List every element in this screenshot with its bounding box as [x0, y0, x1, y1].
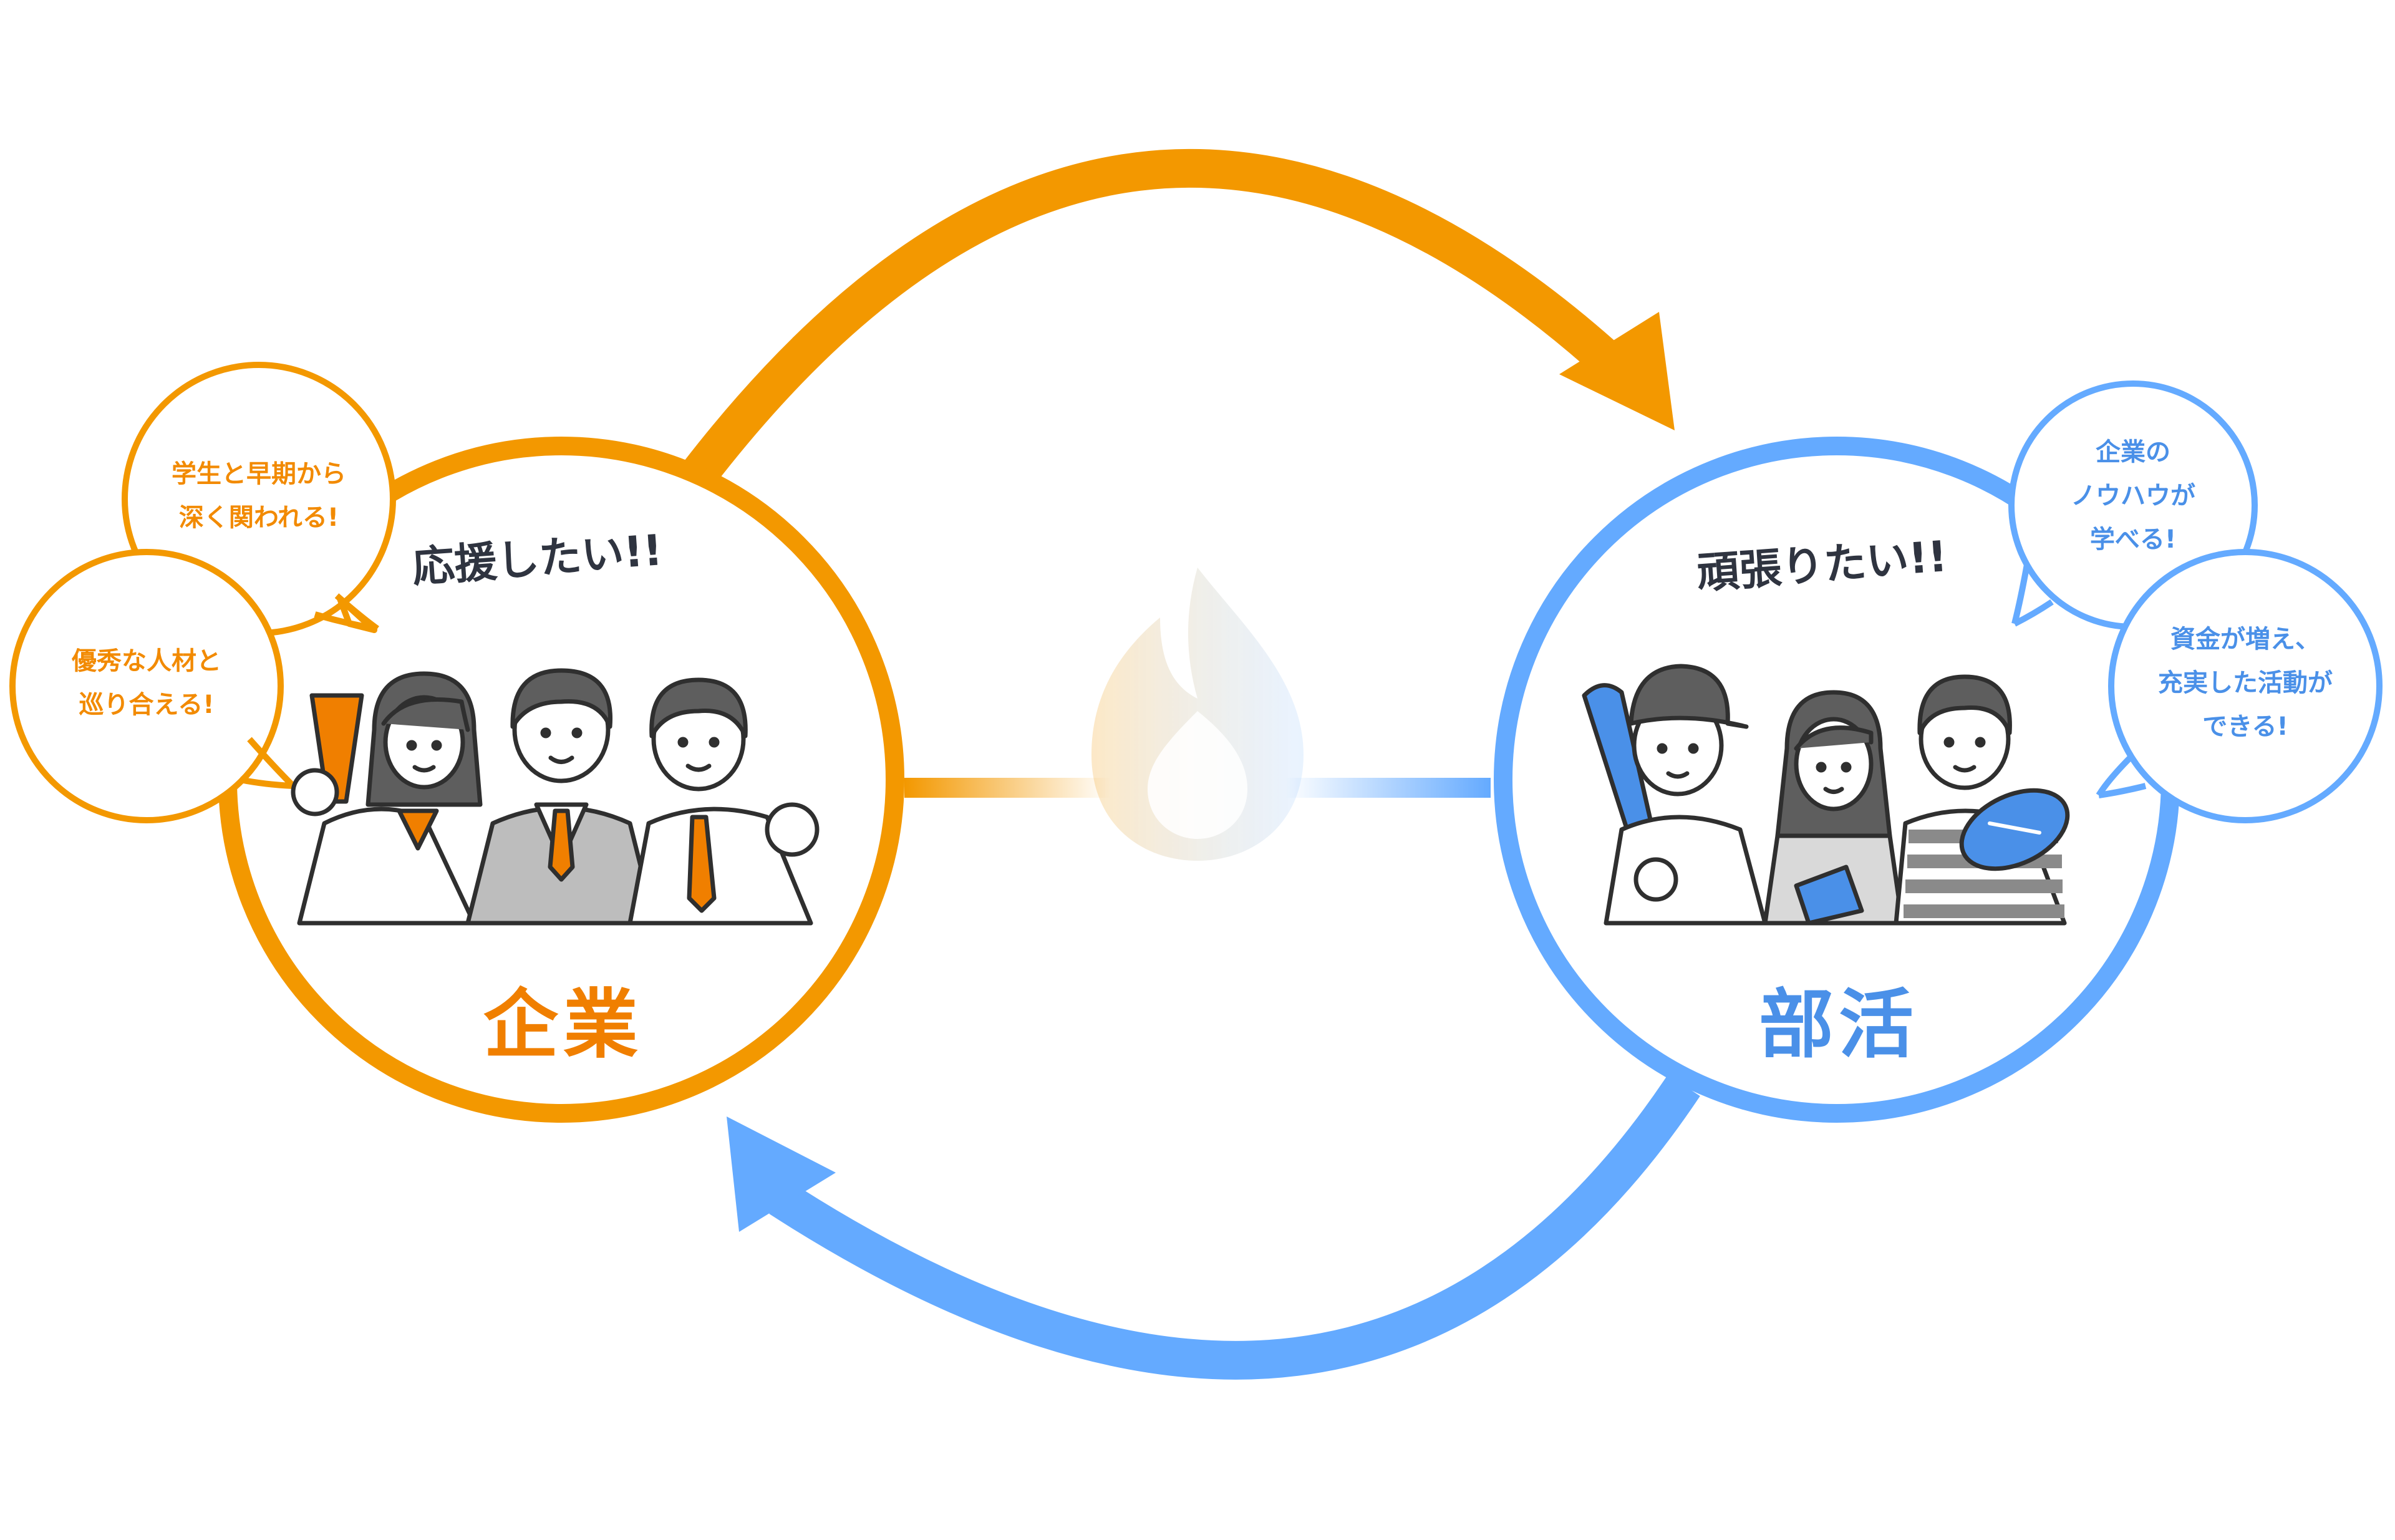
bubble-line: 巡り合える!	[79, 690, 215, 719]
club-bubble-right	[2096, 549, 2383, 823]
flame-icon	[1091, 568, 1304, 861]
company-bubble-top-text: 学生と早期から 深く関われる!	[147, 452, 371, 540]
club-people-illustration	[1582, 664, 2070, 926]
rugby-ball-icon	[1959, 788, 2070, 871]
bubble-line: 資金が増え、	[2170, 625, 2320, 654]
arrow-company-to-club	[683, 149, 1675, 486]
bubble-line: 優秀な人材と	[72, 647, 221, 676]
club-bubble-top-text: 企業の ノウハウが 学べる!	[2033, 430, 2233, 561]
arrow-club-to-company	[727, 1074, 1700, 1380]
club-label: 部活	[1759, 982, 1918, 1068]
connector-company	[904, 778, 1110, 798]
bubble-line: できる!	[2202, 712, 2288, 741]
bubble-line: 深く関われる!	[178, 503, 339, 532]
book-icon	[1794, 864, 1864, 926]
company-bubble-left	[9, 549, 296, 823]
company-people-illustration	[291, 668, 820, 926]
connector-club	[1285, 778, 1491, 798]
bubble-line: 学生と早期から	[172, 460, 346, 488]
bubble-line: 企業の	[2096, 438, 2170, 467]
bubble-line: 学べる!	[2089, 525, 2177, 554]
company-bubble-left-text: 優秀な人材と 巡り合える!	[34, 639, 259, 727]
company-label: 企業	[483, 982, 643, 1068]
bubble-line: ノウハウが	[2071, 482, 2195, 510]
bubble-line: 充実した活動が	[2158, 669, 2333, 697]
club-bubble-right-text: 資金が増え、 充実した活動が できる!	[2133, 617, 2358, 748]
